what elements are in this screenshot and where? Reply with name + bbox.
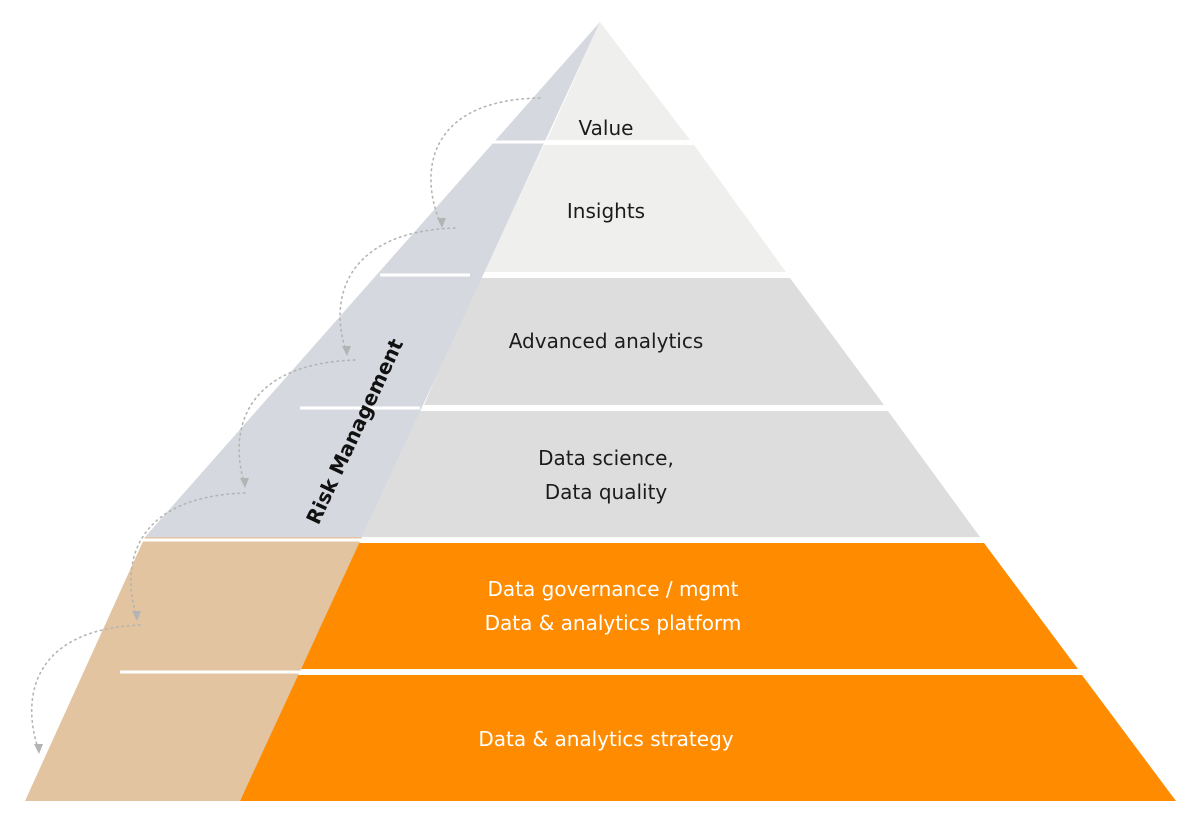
arrowhead-icon: [342, 346, 351, 356]
risk-management-band: [145, 22, 600, 537]
flow-arrow-2: [339, 227, 456, 351]
arrowhead-icon: [437, 218, 446, 228]
level-data-science-shape: [362, 411, 980, 537]
level-value-shape: [547, 22, 690, 140]
level-strategy-shape: [240, 675, 1176, 801]
level-data-science-label-line1: Data science,: [538, 446, 674, 470]
arrowhead-icon: [34, 744, 43, 754]
level-data-science-label-line2: Data quality: [545, 480, 668, 504]
level-strategy-label: Data & analytics strategy: [478, 727, 733, 751]
base-band: [25, 537, 362, 801]
band-separators: [120, 140, 560, 674]
level-insights-shape: [484, 145, 786, 272]
level-data-governance-label-line2: Data & analytics platform: [485, 611, 742, 635]
level-advanced-analytics-shape: [424, 278, 884, 405]
level-value-label: Value: [579, 116, 634, 140]
level-insights-label: Insights: [567, 199, 645, 223]
arrowhead-icon: [132, 611, 141, 621]
flow-arrows: [30, 97, 541, 754]
level-advanced-analytics-label: Advanced analytics: [509, 329, 704, 353]
flow-arrow-3: [238, 359, 356, 483]
level-data-governance-shape: [301, 543, 1078, 669]
level-data-governance-label-line1: Data governance / mgmt: [488, 577, 739, 601]
arrowhead-icon: [240, 478, 249, 488]
flow-arrow-4: [130, 492, 246, 616]
flow-arrow-1: [430, 97, 541, 223]
